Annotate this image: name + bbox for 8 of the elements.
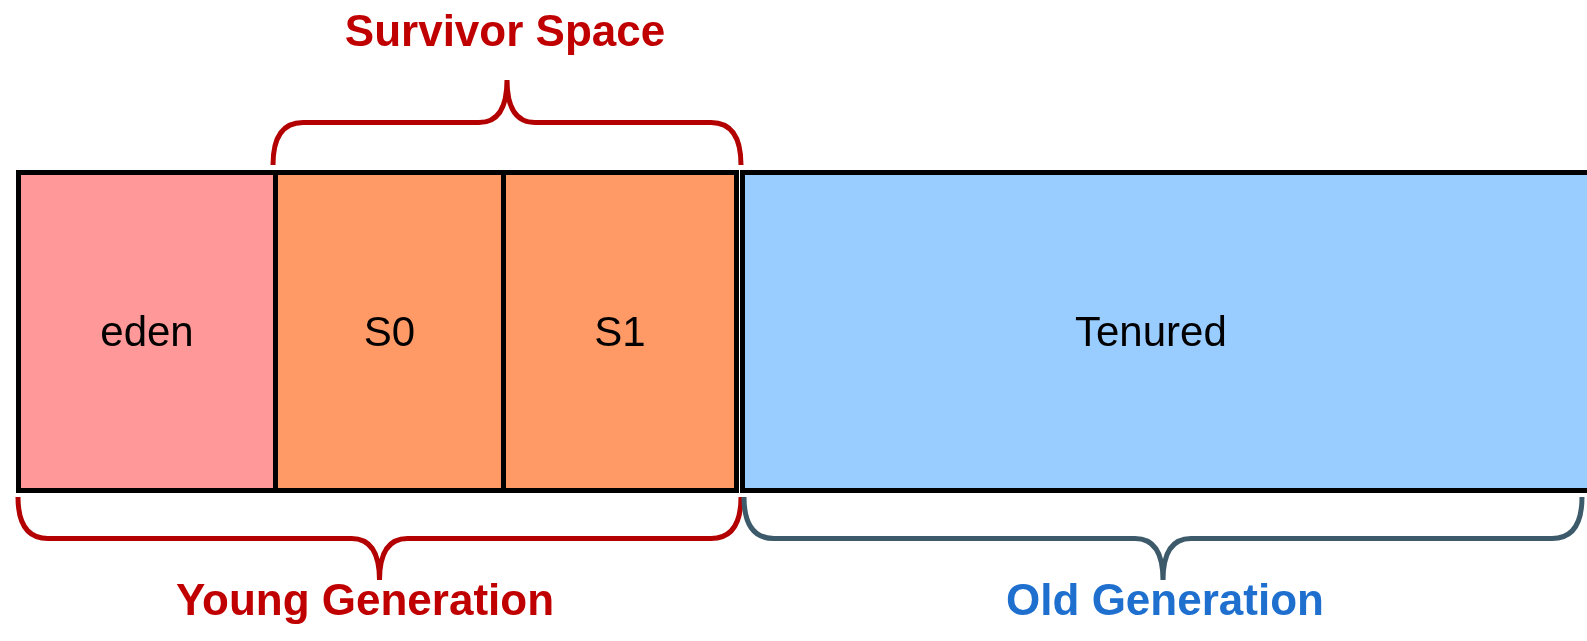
region-label: S0 <box>363 307 416 356</box>
bracket-label: Old Generation <box>1006 575 1324 625</box>
region-label: Tenured <box>1075 307 1227 356</box>
memory-region <box>740 170 1587 493</box>
bracket-label: Young Generation <box>175 575 555 625</box>
bracket-label: Survivor Space <box>344 6 666 56</box>
region-label: S1 <box>594 307 646 356</box>
region-label: eden <box>100 307 194 356</box>
